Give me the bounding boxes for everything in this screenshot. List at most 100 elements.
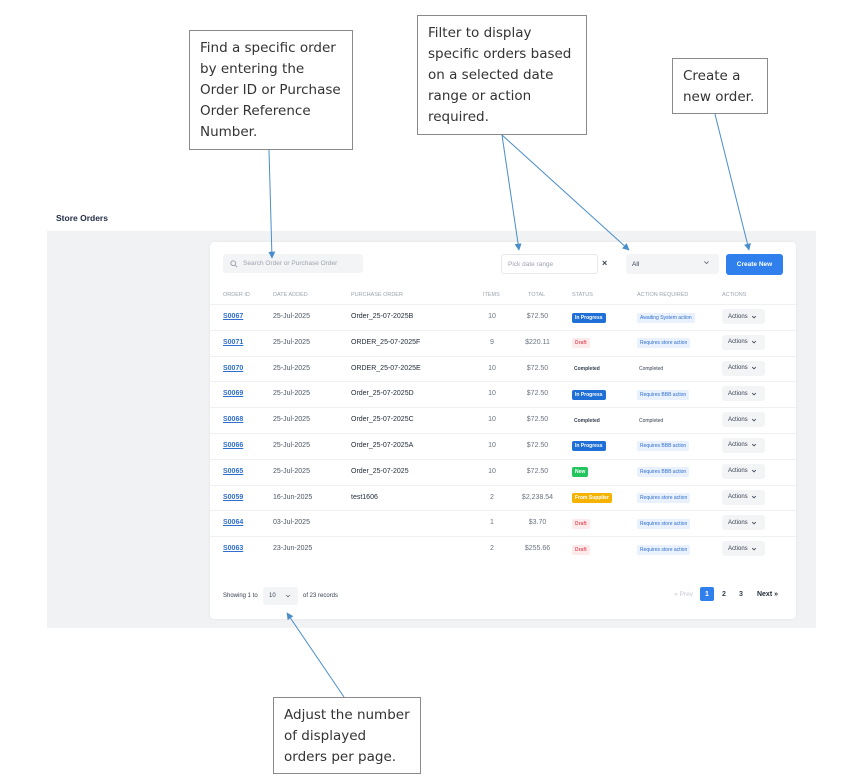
row-actions-dropdown[interactable]: Actions (722, 360, 765, 376)
purchase-order: test1606 (351, 493, 378, 501)
order-id-link[interactable]: S0064 (223, 519, 244, 527)
purchase-order: Order_25-07-2025C (351, 416, 414, 424)
row-actions-dropdown[interactable]: Actions (722, 334, 765, 350)
row-actions-label: Actions (728, 416, 748, 423)
status-badge: New (572, 467, 589, 478)
items-count: 2 (490, 493, 494, 501)
header-action-required[interactable]: Action Required (637, 292, 689, 298)
order-total: $72.50 (526, 416, 549, 424)
items-count: 2 (490, 545, 494, 553)
status-badge: In Progress (572, 441, 606, 452)
order-total: $220.11 (525, 338, 550, 346)
table-header: Order ID Date Added Purchase Order Items… (210, 290, 796, 302)
date-range-picker[interactable] (501, 254, 598, 274)
page-1-button[interactable]: 1 (699, 587, 714, 601)
row-actions-dropdown[interactable]: Actions (722, 541, 765, 557)
row-actions-label: Actions (728, 365, 748, 372)
order-id-link[interactable]: S0070 (223, 364, 244, 372)
table-row: S0064 03-Jul-2025 1 $3.70 Draft Requires… (210, 510, 796, 536)
action-required-badge: Requires store action (637, 518, 691, 529)
search-annotation-text: Find a specific order by entering the Or… (200, 40, 341, 140)
table-row: S0067 25-Jul-2025 Order_25-07-2025B 10 $… (210, 304, 796, 330)
items-count: 1 (490, 519, 494, 527)
pagination: « Prev 1 2 3 Next » (674, 585, 778, 603)
table-row: S0065 25-Jul-2025 Order_25-07-2025 10 $7… (210, 458, 796, 485)
purchase-order: Order_25-07-2025D (351, 390, 414, 398)
chevron-down-icon (751, 366, 756, 370)
order-id-link[interactable]: S0069 (223, 390, 244, 398)
order-id-link[interactable]: S0071 (223, 338, 244, 346)
showing-suffix: of 23 records (303, 593, 339, 599)
create-new-button[interactable]: Create New (726, 254, 783, 275)
table-row: S0068 25-Jul-2025 Order_25-07-2025C 10 $… (210, 407, 796, 433)
date-added: 25-Jul-2025 (273, 441, 310, 449)
order-id-link[interactable]: S0067 (223, 313, 244, 320)
chevron-down-icon (751, 521, 756, 525)
purchase-order: Order_25-07-2025A (351, 441, 414, 449)
page-2-button[interactable]: 2 (722, 590, 726, 598)
action-required-badge: Requires store action (637, 338, 691, 349)
order-id-link[interactable]: S0066 (223, 441, 244, 449)
table-row: S0066 25-Jul-2025 Order_25-07-2025A 10 $… (210, 432, 796, 459)
table-row: S0063 23-Jun-2025 2 $255.66 Draft Requir… (210, 536, 796, 562)
action-required-badge: Completed (639, 366, 664, 373)
order-id-link[interactable]: S0063 (223, 545, 244, 553)
chevron-down-icon (751, 547, 756, 551)
order-id-link[interactable]: S0059 (223, 493, 244, 501)
pagesize-annotation: Adjust the number of displayed orders pe… (273, 697, 421, 774)
row-actions-dropdown[interactable]: Actions (722, 386, 765, 402)
order-total: $2,238.54 (521, 493, 554, 501)
action-required-select[interactable]: All (626, 254, 719, 274)
row-actions-label: Actions (728, 494, 748, 501)
chevron-down-icon (285, 594, 291, 598)
row-actions-dropdown[interactable]: Actions (722, 489, 765, 505)
header-order-id[interactable]: Order ID (223, 292, 250, 298)
status-badge: Completed (574, 417, 600, 424)
header-purchase-order[interactable]: Purchase Order (351, 292, 403, 298)
status-badge: Completed (574, 366, 600, 373)
row-actions-label: Actions (728, 519, 748, 526)
order-total: $72.50 (526, 364, 549, 372)
chevron-down-icon (751, 392, 756, 396)
search-box[interactable] (223, 254, 363, 273)
items-count: 10 (488, 313, 496, 320)
per-page-select[interactable]: 10 (263, 587, 298, 605)
row-actions-dropdown[interactable]: Actions (722, 515, 765, 531)
status-badge: From Supplier (572, 493, 612, 504)
search-input[interactable] (243, 260, 353, 267)
header-status[interactable]: Status (572, 292, 593, 298)
date-added: 16-Jun-2025 (273, 493, 313, 501)
chevron-down-icon (704, 261, 709, 265)
clear-date-icon[interactable]: × (602, 258, 608, 268)
prev-page-button[interactable]: « Prev (674, 590, 693, 598)
action-required-badge: Requires BBB action (637, 467, 690, 478)
date-added: 25-Jul-2025 (273, 364, 310, 372)
date-added: 03-Jul-2025 (273, 519, 310, 527)
row-actions-dropdown[interactable]: Actions (722, 412, 765, 428)
header-total[interactable]: Total (528, 292, 546, 298)
chevron-down-icon (751, 341, 756, 344)
order-id-link[interactable]: S0065 (223, 467, 244, 475)
next-page-button[interactable]: Next » (756, 590, 778, 598)
chevron-down-icon (751, 470, 756, 473)
date-added: 23-Jun-2025 (273, 545, 313, 553)
orders-card: × All Create New Order ID Date Added Pur… (210, 242, 796, 619)
status-badge: Draft (572, 544, 590, 555)
table-row: S0069 25-Jul-2025 Order_25-07-2025D 10 $… (210, 381, 796, 407)
chevron-down-icon (751, 495, 756, 499)
date-range-input[interactable] (508, 260, 593, 268)
row-actions-dropdown[interactable]: Actions (722, 463, 765, 479)
row-actions-dropdown[interactable]: Actions (722, 309, 765, 324)
table-row: S0070 25-Jul-2025 ORDER_25-07-2025E 10 $… (210, 355, 796, 382)
chevron-down-icon (751, 418, 756, 422)
page-3-button[interactable]: 3 (739, 590, 743, 598)
date-added: 25-Jul-2025 (273, 313, 310, 320)
purchase-order: ORDER_25-07-2025F (351, 338, 421, 346)
header-items[interactable]: Items (483, 292, 500, 298)
action-required-badge: Requires store action (637, 493, 691, 504)
order-id-link[interactable]: S0068 (223, 416, 244, 424)
order-total: $72.50 (526, 390, 549, 398)
row-actions-dropdown[interactable]: Actions (722, 437, 765, 453)
header-date-added[interactable]: Date Added (273, 292, 308, 298)
items-count: 10 (488, 441, 496, 449)
